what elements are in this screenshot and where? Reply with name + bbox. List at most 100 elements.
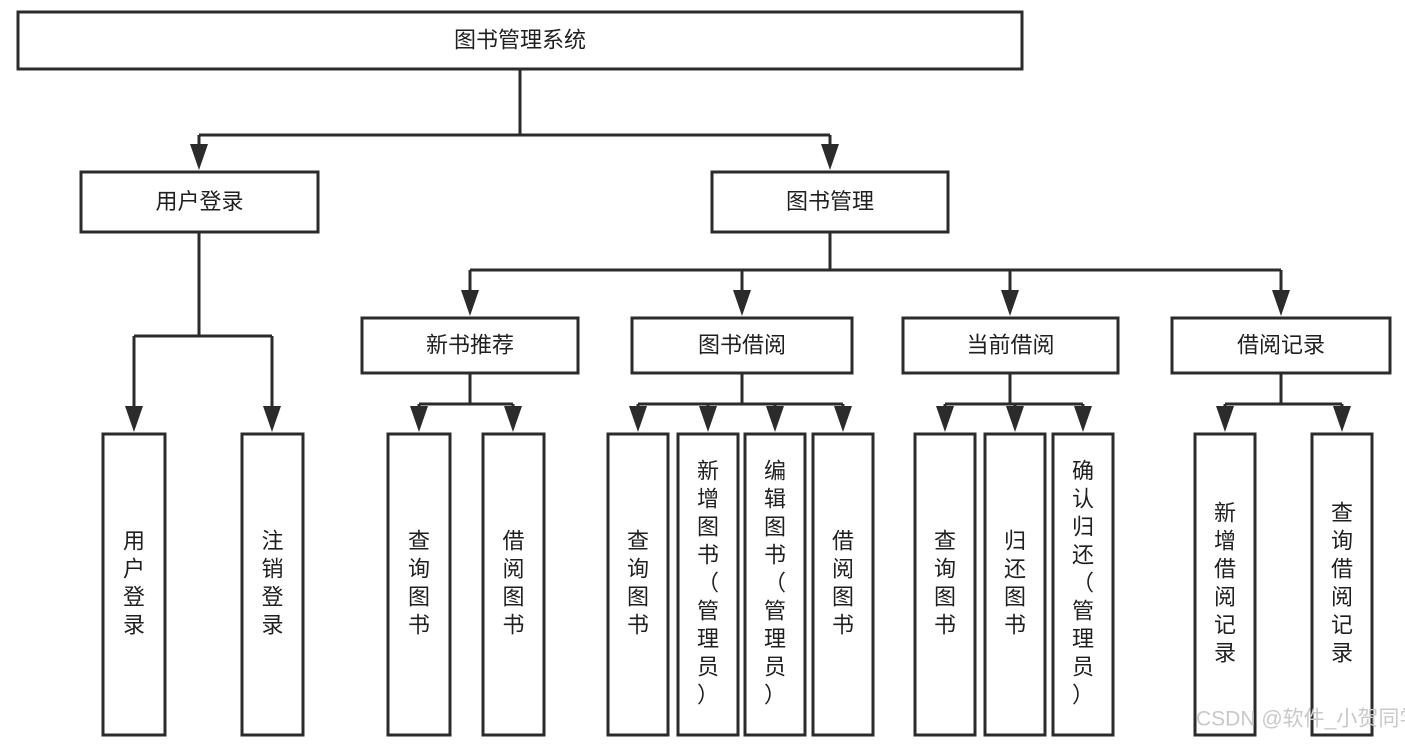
node-book-borrow[interactable]: 图书借阅	[630, 316, 854, 375]
node-box-new-book-recommend[interactable]	[360, 316, 580, 375]
node-root[interactable]: 图书管理系统	[16, 10, 1024, 71]
node-label-char: 编	[764, 458, 786, 483]
node-label-char: 书	[832, 612, 854, 637]
arrow-head-icon	[699, 406, 717, 432]
node-box-leaf-borrow-book-recommend[interactable]	[481, 432, 546, 737]
node-box-book-management[interactable]	[710, 170, 950, 234]
node-leaf-user-login[interactable]: 用户登录	[101, 432, 167, 737]
csdn-watermark: CSDN @软件_小贺同学	[1196, 708, 1405, 731]
node-label-char: 登	[123, 584, 145, 609]
node-label-char: （	[764, 570, 786, 595]
node-label-char: 书	[627, 612, 649, 637]
node-box-leaf-logout[interactable]	[240, 432, 305, 737]
node-label-char: 借	[1331, 556, 1353, 581]
node-borrow-records[interactable]: 借阅记录	[1170, 316, 1392, 375]
node-label-char: 询	[934, 556, 956, 581]
node-label-char: 管	[697, 598, 719, 623]
node-box-book-borrow[interactable]	[630, 316, 854, 375]
node-label-char: 书	[502, 612, 524, 637]
node-box-current-borrow[interactable]	[901, 316, 1120, 375]
node-user-login[interactable]: 用户登录	[79, 170, 320, 234]
arrow-head-icon	[1006, 406, 1024, 432]
node-label-char: 图	[697, 514, 719, 539]
node-label-char: 询	[1331, 528, 1353, 553]
node-box-leaf-query-borrow-record[interactable]	[1310, 432, 1374, 737]
arrow-head-icon	[766, 406, 784, 432]
node-label-char: ）	[697, 682, 719, 707]
node-label-char: 查	[1331, 500, 1353, 525]
node-box-leaf-confirm-return[interactable]	[1051, 432, 1115, 737]
node-box-leaf-borrow-book[interactable]	[811, 432, 875, 737]
watermark-layer: CSDN @软件_小贺同学	[1196, 708, 1405, 731]
node-label-root: 图书管理系统	[454, 27, 586, 52]
arrow-head-icon	[733, 290, 751, 316]
node-label-char: 销	[261, 556, 283, 581]
arrow-head-icon	[1074, 406, 1092, 432]
node-label-char: 图	[764, 514, 786, 539]
arrow-head-icon	[263, 406, 281, 432]
node-box-leaf-return-book[interactable]	[983, 432, 1047, 737]
node-box-root[interactable]	[16, 10, 1024, 71]
node-box-leaf-query-book-recommend[interactable]	[386, 432, 452, 737]
node-box-user-login[interactable]	[79, 170, 320, 234]
node-label-char: 阅	[1331, 584, 1353, 609]
node-book-management[interactable]: 图书管理	[710, 170, 950, 234]
arrow-head-icon	[190, 144, 208, 170]
node-label-char: 录	[1214, 640, 1236, 665]
node-label-char: 户	[123, 556, 145, 581]
node-label-char: 认	[1072, 486, 1094, 511]
node-label-char: ）	[764, 682, 786, 707]
node-label-char: 管	[1072, 598, 1094, 623]
node-label-char: 理	[764, 626, 786, 651]
node-box-leaf-add-book[interactable]	[676, 432, 740, 737]
node-label-char: 新	[1214, 500, 1236, 525]
node-label-char: 还	[1072, 542, 1094, 567]
node-label-book-management: 图书管理	[786, 189, 874, 214]
node-label-char: 图	[934, 584, 956, 609]
arrow-head-icon	[1272, 290, 1290, 316]
node-new-book-recommend[interactable]: 新书推荐	[360, 316, 580, 375]
node-label-char: 录	[123, 612, 145, 637]
node-label-char: 员	[697, 654, 719, 679]
node-box-leaf-edit-book[interactable]	[743, 432, 807, 737]
node-label-char: 借	[832, 528, 854, 553]
node-label-char: 录	[1331, 640, 1353, 665]
node-label-book-borrow: 图书借阅	[698, 332, 786, 357]
node-label-char: 注	[261, 528, 283, 553]
node-current-borrow[interactable]: 当前借阅	[901, 316, 1120, 375]
node-label-char: 记	[1214, 612, 1236, 637]
node-box-leaf-query-book-current[interactable]	[913, 432, 977, 737]
nodes-layer: 图书管理系统用户登录图书管理新书推荐图书借阅当前借阅借阅记录用户登录注销登录查询…	[16, 10, 1392, 737]
node-label-char: 书	[764, 542, 786, 567]
node-label-user-login: 用户登录	[155, 189, 243, 214]
arrow-head-icon	[834, 406, 852, 432]
node-box-borrow-records[interactable]	[1170, 316, 1392, 375]
node-label-char: 询	[408, 556, 430, 581]
arrow-head-icon	[1216, 406, 1234, 432]
node-label-char: ）	[1072, 682, 1094, 707]
node-box-leaf-add-borrow-record[interactable]	[1193, 432, 1257, 737]
node-box-leaf-user-login[interactable]	[101, 432, 167, 737]
node-label-char: 录	[261, 612, 283, 637]
node-label-char: 还	[1004, 556, 1026, 581]
node-label-new-book-recommend: 新书推荐	[426, 332, 514, 357]
node-label-char: 员	[1072, 654, 1094, 679]
node-box-leaf-query-book-borrow[interactable]	[606, 432, 670, 737]
